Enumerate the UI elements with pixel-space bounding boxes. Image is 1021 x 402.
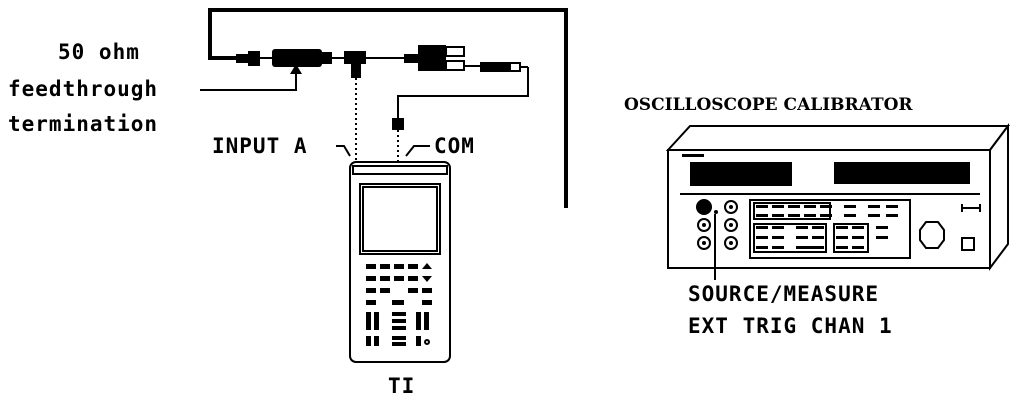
source-measure-label: SOURCE/MEASURE bbox=[688, 282, 879, 306]
ext-trig-label: EXT TRIG CHAN 1 bbox=[688, 314, 893, 338]
termination-leader bbox=[200, 70, 297, 91]
com-pointer bbox=[405, 145, 430, 157]
com-lead bbox=[397, 67, 529, 118]
termination-label-line3: termination bbox=[8, 112, 158, 136]
termination-label-line2: feedthrough bbox=[8, 77, 158, 101]
com-probe-tip bbox=[392, 118, 404, 130]
device-label: TI bbox=[388, 374, 415, 398]
input-a-label: INPUT A bbox=[212, 134, 308, 158]
banana-bnc-adapter bbox=[418, 45, 446, 71]
main-cable bbox=[208, 8, 568, 208]
source-measure-connector bbox=[696, 199, 712, 215]
ext-trig-connector bbox=[714, 210, 718, 214]
calibrator-display-right bbox=[834, 162, 970, 184]
bnc-tee-adapter bbox=[344, 51, 366, 64]
com-label: COM bbox=[434, 134, 475, 158]
oscilloscope-calibrator bbox=[665, 123, 1010, 271]
test-instrument bbox=[349, 161, 451, 363]
calibrator-small-connector bbox=[961, 204, 981, 212]
bnc-connector-chain bbox=[236, 45, 528, 78]
calibrator-knob bbox=[919, 221, 945, 249]
calibrator-power-switch bbox=[961, 237, 975, 251]
instrument-keypad bbox=[366, 263, 432, 346]
calibrator-keypad bbox=[749, 199, 911, 259]
feedthrough-termination bbox=[272, 49, 322, 67]
calibrator-title: OSCILLOSCOPE CALIBRATOR bbox=[624, 95, 913, 115]
termination-label-line1: 50 ohm bbox=[58, 40, 140, 64]
input-a-pointer bbox=[336, 145, 351, 157]
calibrator-display-left bbox=[690, 162, 792, 186]
